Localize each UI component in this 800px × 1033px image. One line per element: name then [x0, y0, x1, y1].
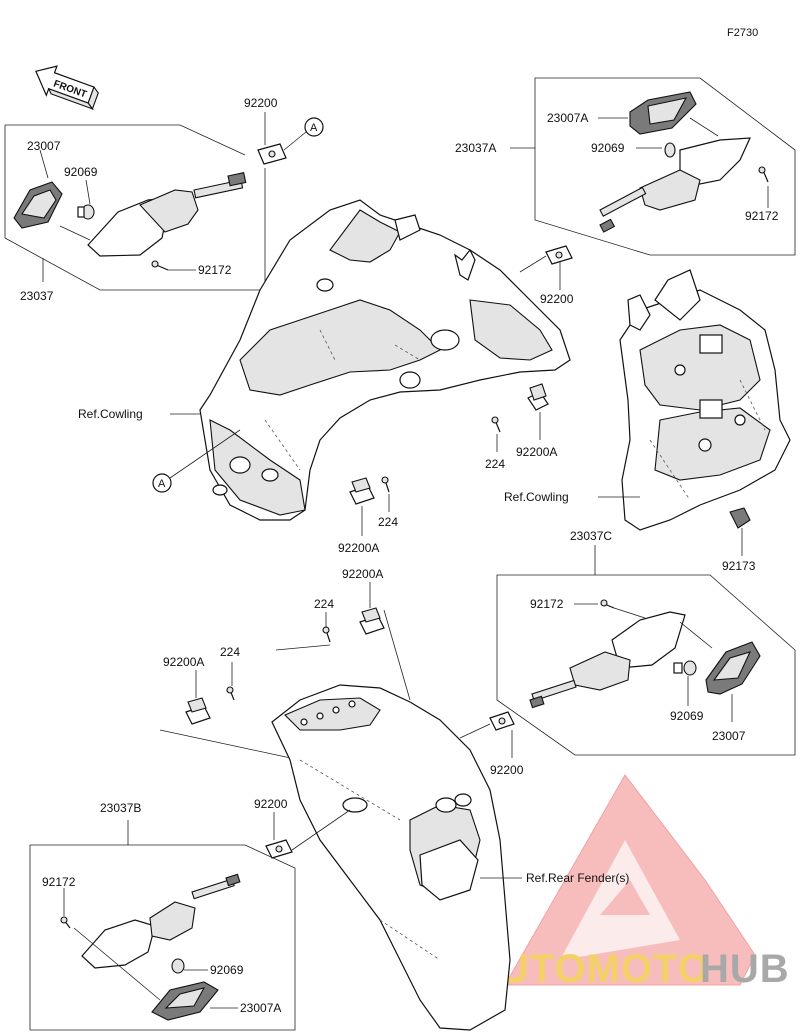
callout-224-1: 224	[485, 457, 505, 471]
callout-92069-bl: 92069	[210, 963, 244, 977]
callout-92172-tr: 92172	[745, 209, 779, 223]
callout-92200A-1: 92200A	[516, 445, 557, 459]
callout-92069-r: 92069	[670, 709, 704, 723]
callout-92200-top: 92200	[244, 96, 278, 110]
callout-23037B: 23037B	[100, 801, 141, 815]
callout-92200-mr: 92200	[490, 763, 524, 777]
signal-body-left	[87, 172, 247, 257]
grommet-92200-top: 92200 A	[244, 96, 324, 165]
screw-92172-left	[151, 260, 169, 271]
watermark-part2: HUB	[700, 947, 790, 991]
callout-92069-tr: 92069	[591, 141, 625, 155]
screw-92172-right	[600, 599, 615, 609]
ref-cowling-left: Ref.Cowling	[78, 407, 143, 421]
group-23037: 23007 92069 92172 23037	[4, 124, 266, 303]
callout-92200A-2: 92200A	[338, 541, 379, 555]
group-23037C: 23037C 92172 92069 23007	[496, 529, 796, 756]
damper-92173	[729, 507, 751, 529]
callout-23007: 23007	[27, 139, 61, 153]
frame-assembly: 92173 Ref.Cowling	[504, 269, 791, 573]
clip-92200A-mid-left: 92200A 224	[159, 645, 301, 761]
callout-92172-bl: 92172	[42, 875, 76, 889]
bulb-92069-left	[77, 204, 95, 220]
lens-23007-left	[13, 181, 63, 229]
callout-92200-tr: 92200	[540, 292, 574, 306]
group-23037A: 23007A 23037A 92069 92172	[455, 77, 796, 256]
callout-92172-r: 92172	[530, 597, 564, 611]
callout-23037: 23037	[20, 289, 54, 303]
callout-224-4: 224	[220, 645, 240, 659]
callout-224-3: 224	[314, 597, 334, 611]
ref-cowling-right: Ref.Cowling	[504, 490, 569, 504]
clip-92200A-cowl-right: 92200A 224	[485, 383, 557, 471]
callout-92200A-3: 92200A	[342, 567, 383, 581]
bulb-92069-right-top	[664, 142, 676, 158]
grommet-92200-bottom-left: 92200	[254, 797, 351, 859]
callout-23007A-top: 23007A	[547, 111, 588, 125]
signal-body-right-top	[599, 137, 751, 233]
lens-23007A-bottom	[151, 981, 219, 1021]
automotohub-watermark: AUTOMOTO HUB	[470, 774, 790, 991]
clip-92200A-cowl-left: 92200A 224	[338, 476, 398, 555]
cowling-assembly: A Ref.Cowling	[78, 199, 571, 521]
callout-92200A-4: 92200A	[163, 655, 204, 669]
lens-23007-right	[705, 641, 761, 695]
ref-rear-fender: Ref.Rear Fender(s)	[526, 871, 629, 885]
clip-92200A-mid-top: 92200A 224	[275, 567, 411, 701]
callout-224-2: 224	[378, 515, 398, 529]
callout-a-left: A	[158, 478, 166, 490]
signal-body-bl	[81, 873, 241, 969]
screw-92172-tr	[758, 166, 769, 183]
callout-a-circle-top	[304, 117, 324, 137]
group-23037B: 23037B 92172 92069 23007A	[29, 801, 296, 1031]
diagram-code: F2730	[727, 27, 758, 39]
signal-body-right	[529, 611, 686, 709]
grommet-92200-mid-right: 92200	[459, 711, 524, 777]
callout-23007-right: 23007	[712, 729, 746, 743]
bulb-92069-right	[673, 660, 697, 676]
callout-23007A-bottom: 23007A	[240, 1001, 281, 1015]
callout-23037A: 23037A	[455, 141, 496, 155]
callout-23037C: 23037C	[570, 529, 612, 543]
grommet-92200-top-right: 92200	[519, 245, 574, 306]
front-arrow-icon: FRONT	[35, 65, 99, 111]
rear-fender: Ref.Rear Fender(s)	[271, 684, 629, 1031]
bulb-92069-bl	[171, 958, 185, 974]
screw-92172-bl	[60, 916, 71, 929]
lens-23007A-top	[629, 91, 697, 135]
callout-a-top: A	[310, 122, 318, 134]
callout-92173: 92173	[722, 559, 756, 573]
callout-92200-bl: 92200	[254, 797, 288, 811]
callout-92172-tl: 92172	[198, 263, 232, 277]
callout-a-circle-left	[152, 473, 172, 493]
callout-92069-tl: 92069	[64, 165, 98, 179]
